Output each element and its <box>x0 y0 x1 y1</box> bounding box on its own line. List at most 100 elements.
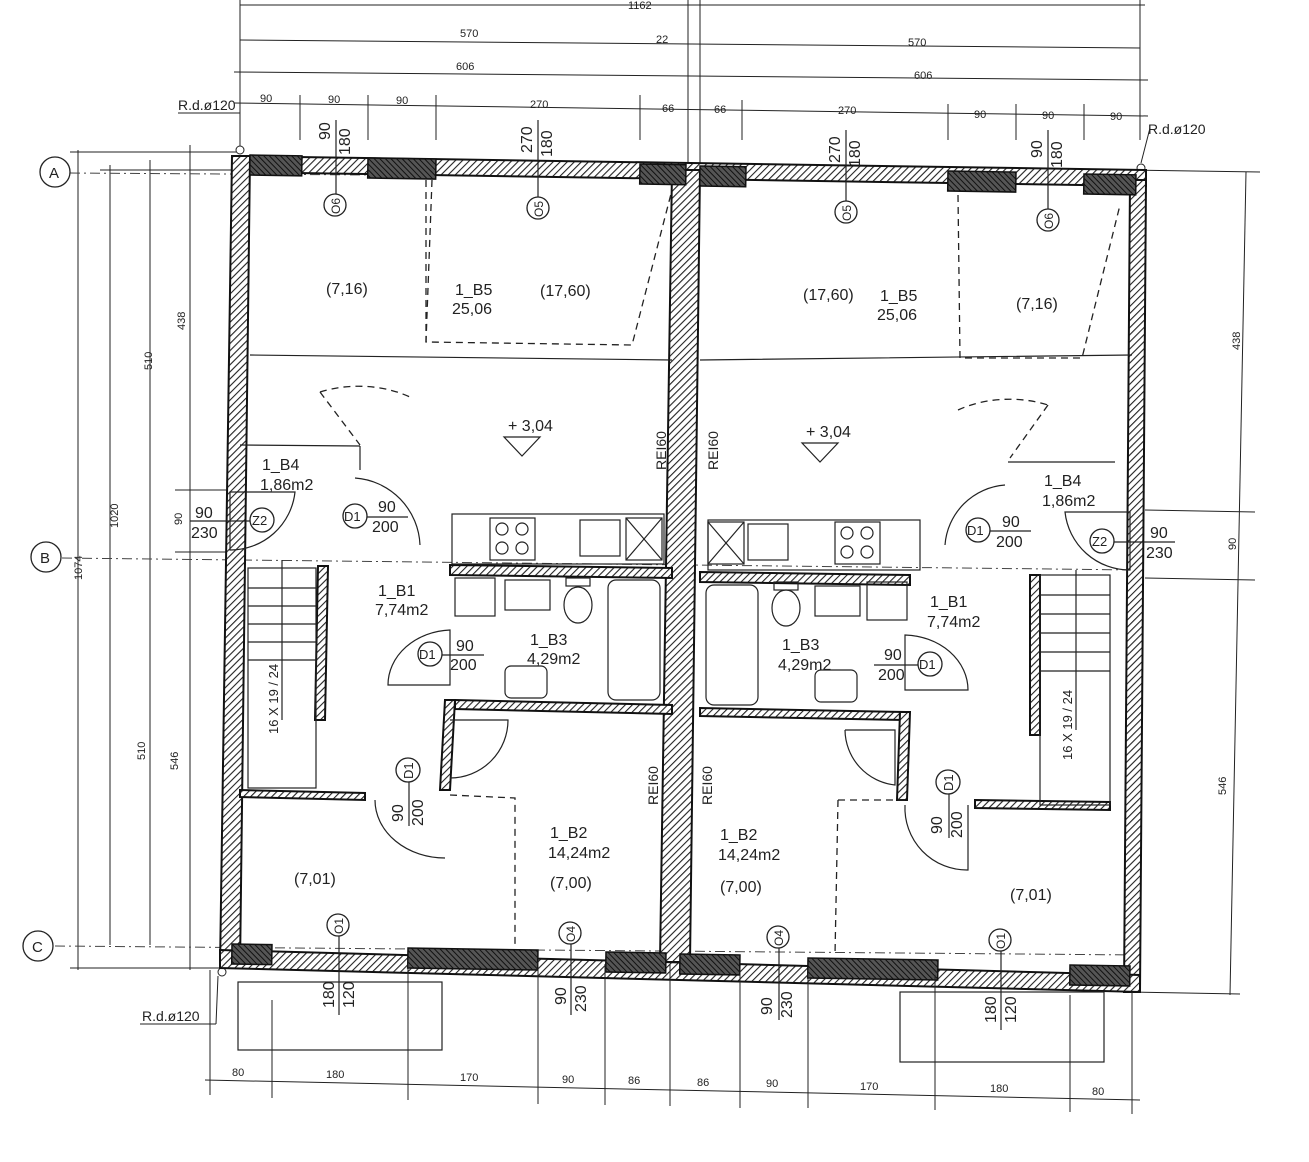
dim-510-bottom: 510 <box>136 742 148 760</box>
dim-top-l-2: 90 <box>328 94 340 106</box>
b1-right-area: 7,74m2 <box>927 614 980 631</box>
o4-right-w: 90 <box>759 997 776 1015</box>
d1-mid-left-h: 200 <box>450 657 477 674</box>
rei60-upper-left: REI60 <box>653 431 669 470</box>
o5-left-w: 270 <box>519 126 536 153</box>
b5-left-name: 1_B5 <box>455 282 492 299</box>
rain-drain-bottom-left: R.d.ø120 <box>142 1008 200 1024</box>
fixtures <box>451 513 921 706</box>
b5-right-sub-a: (7,16) <box>1016 296 1058 313</box>
dim-top-l-1: 90 <box>260 93 272 105</box>
o6-left-w: 90 <box>317 122 334 140</box>
dim-510-top: 510 <box>143 352 155 370</box>
dim-438-right: 438 <box>1231 332 1243 350</box>
level-left: + 3,04 <box>508 418 553 435</box>
dim-bot-l-2: 180 <box>326 1069 344 1081</box>
tag-z2-right: Z2 <box>1092 534 1107 549</box>
tag-z2-left: Z2 <box>252 513 267 528</box>
b3-left-name: 1_B3 <box>530 632 567 649</box>
b2-left-sub-a: (7,01) <box>294 871 336 888</box>
dim-top-r-4: 90 <box>1042 110 1054 122</box>
tag-o5-left: O5 <box>532 201 546 217</box>
rei60-upper-right: REI60 <box>705 431 721 470</box>
d1-lower-left-w: 90 <box>390 804 407 822</box>
dim-1020: 1020 <box>109 504 121 528</box>
b1-right-name: 1_B1 <box>930 594 967 611</box>
tag-o4-left: O4 <box>564 926 578 942</box>
stairs: 16 X 19 / 24 16 X 19 / 24 <box>247 560 1111 806</box>
b4-right-name: 1_B4 <box>1044 473 1081 490</box>
stairs-label-left: 16 X 19 / 24 <box>266 664 281 734</box>
d1-lower-left-h: 200 <box>410 799 427 826</box>
o6-right-h: 180 <box>1049 141 1066 168</box>
o1-right-h: 120 <box>1003 996 1020 1023</box>
b5-right-name: 1_B5 <box>880 288 917 305</box>
axis-a-marker <box>39 156 71 188</box>
axis-c-label: C <box>32 939 43 956</box>
dim-bot-r-1: 86 <box>697 1077 709 1089</box>
dashed-zones <box>319 179 1121 956</box>
b5-right-area: 25,06 <box>877 307 917 324</box>
b2-right-name: 1_B2 <box>720 827 757 844</box>
dim-90-left: 90 <box>173 513 185 525</box>
dim-606-left: 606 <box>456 61 474 73</box>
o6-left-h: 180 <box>337 128 354 155</box>
b4-right-area: 1,86m2 <box>1042 493 1095 510</box>
b2-right-sub-b: (7,00) <box>720 879 762 896</box>
door-tags: Z2 90 230 Z2 90 230 D1 90 200 D1 90 200 … <box>190 499 1175 838</box>
axis-a-label: A <box>49 165 59 182</box>
dim-22: 22 <box>656 34 668 46</box>
b3-right-name: 1_B3 <box>782 637 819 654</box>
dim-top-l-3: 90 <box>396 95 408 107</box>
dim-top-r-3: 90 <box>974 109 986 121</box>
d1-upper-left-w: 90 <box>378 499 396 516</box>
o4-right-h: 230 <box>779 991 796 1018</box>
b5-left-sub-a: (7,16) <box>326 281 368 298</box>
dim-546-right: 546 <box>1217 777 1229 795</box>
dim-438-left: 438 <box>176 312 188 330</box>
dim-570-right: 570 <box>908 37 926 49</box>
windows <box>230 154 1137 1063</box>
dim-bot-l-4: 90 <box>562 1074 574 1086</box>
level-right: + 3,04 <box>806 424 851 441</box>
z2-right-w: 90 <box>1150 525 1168 542</box>
o1-left-h: 120 <box>341 981 358 1008</box>
tag-o1-left: O1 <box>332 918 346 934</box>
rain-drain-top-right: R.d.ø120 <box>1148 121 1206 137</box>
tag-o6-right: O6 <box>1042 213 1056 229</box>
d1-upper-right-w: 90 <box>1002 514 1020 531</box>
z2-left-w: 90 <box>195 505 213 522</box>
d1-lower-right-h: 200 <box>949 811 966 838</box>
b3-left-area: 4,29m2 <box>527 651 580 668</box>
z2-right-h: 230 <box>1146 545 1173 562</box>
tag-o1-right: O1 <box>994 933 1008 949</box>
tag-d1-lower-right: D1 <box>941 774 956 791</box>
d1-upper-right-h: 200 <box>996 534 1023 551</box>
b5-right-sub-b: (17,60) <box>803 287 854 304</box>
b4-left-area: 1,86m2 <box>260 477 313 494</box>
b2-left-name: 1_B2 <box>550 825 587 842</box>
axis-b-marker <box>30 541 62 573</box>
bottom-dimensions: 80 180 170 90 86 86 90 170 180 80 <box>204 960 1141 1114</box>
o1-right-w: 180 <box>983 996 1000 1023</box>
d1-mid-left-w: 90 <box>456 638 474 655</box>
d1-mid-right-w: 90 <box>884 647 902 664</box>
b2-right-area: 14,24m2 <box>718 847 780 864</box>
b5-left-area: 25,06 <box>452 301 492 318</box>
stairs-label-right: 16 X 19 / 24 <box>1060 690 1075 760</box>
dim-570-left: 570 <box>460 28 478 40</box>
b2-left-area: 14,24m2 <box>548 845 610 862</box>
left-dimensions: 1074 1020 510 510 438 546 90 <box>70 145 240 970</box>
dim-top-r-5: 90 <box>1110 111 1122 123</box>
axis-b-label: B <box>40 550 50 567</box>
o4-left-w: 90 <box>553 987 570 1005</box>
b2-right-sub-a: (7,01) <box>1010 887 1052 904</box>
dim-top-l-5: 66 <box>662 103 674 115</box>
dim-606-right: 606 <box>914 70 932 82</box>
b2-left-sub-b: (7,00) <box>550 875 592 892</box>
b1-left-name: 1_B1 <box>378 583 415 600</box>
dim-top-l-4: 270 <box>530 99 548 111</box>
b3-right-area: 4,29m2 <box>778 657 831 674</box>
tag-d1-lower-left: D1 <box>401 762 416 779</box>
